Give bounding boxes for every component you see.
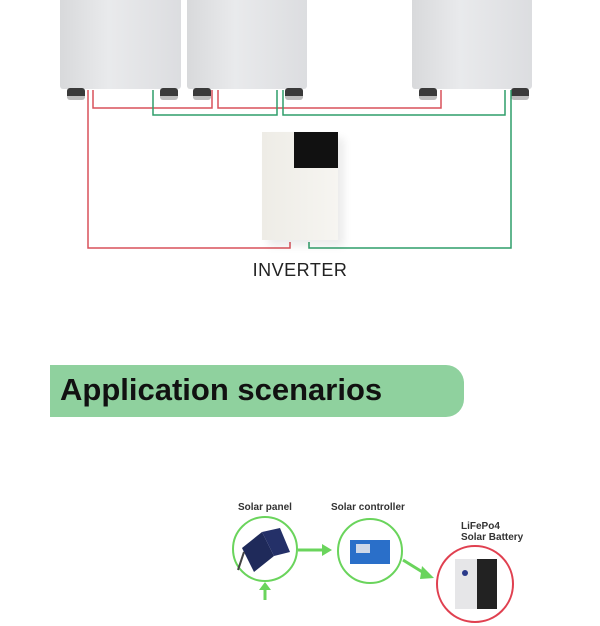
section-title: Application scenarios	[60, 372, 383, 407]
positive-wire	[87, 90, 291, 249]
battery-label-line2: Solar Battery	[461, 532, 524, 543]
flow-arrows	[259, 544, 434, 600]
wiring-diagram	[87, 90, 512, 249]
inverter-label: INVERTER	[252, 260, 348, 280]
negative-wire	[308, 90, 512, 249]
battery-label-line1: LiFePo4	[461, 521, 500, 532]
battery-module-3	[412, 0, 532, 89]
battery-module-2	[187, 0, 307, 89]
battery-module-1	[60, 0, 181, 89]
solar-panel-icon	[232, 516, 298, 582]
section-banner	[50, 365, 464, 417]
inverter-display	[294, 132, 338, 168]
solar-panel-label: Solar panel	[238, 502, 292, 513]
battery-terminal	[511, 88, 529, 100]
positive-wire	[217, 90, 442, 109]
solar-controller-icon	[337, 518, 403, 584]
battery-terminal	[67, 88, 85, 100]
battery-terminal	[419, 88, 437, 100]
negative-wire	[152, 90, 278, 116]
inverter-image	[262, 132, 338, 240]
controller-label: Solar controller	[331, 502, 405, 513]
negative-wire	[282, 90, 506, 116]
battery-terminal	[193, 88, 211, 100]
arrow-controller-to-battery	[402, 558, 425, 575]
battery-terminal	[160, 88, 178, 100]
battery-terminal	[285, 88, 303, 100]
